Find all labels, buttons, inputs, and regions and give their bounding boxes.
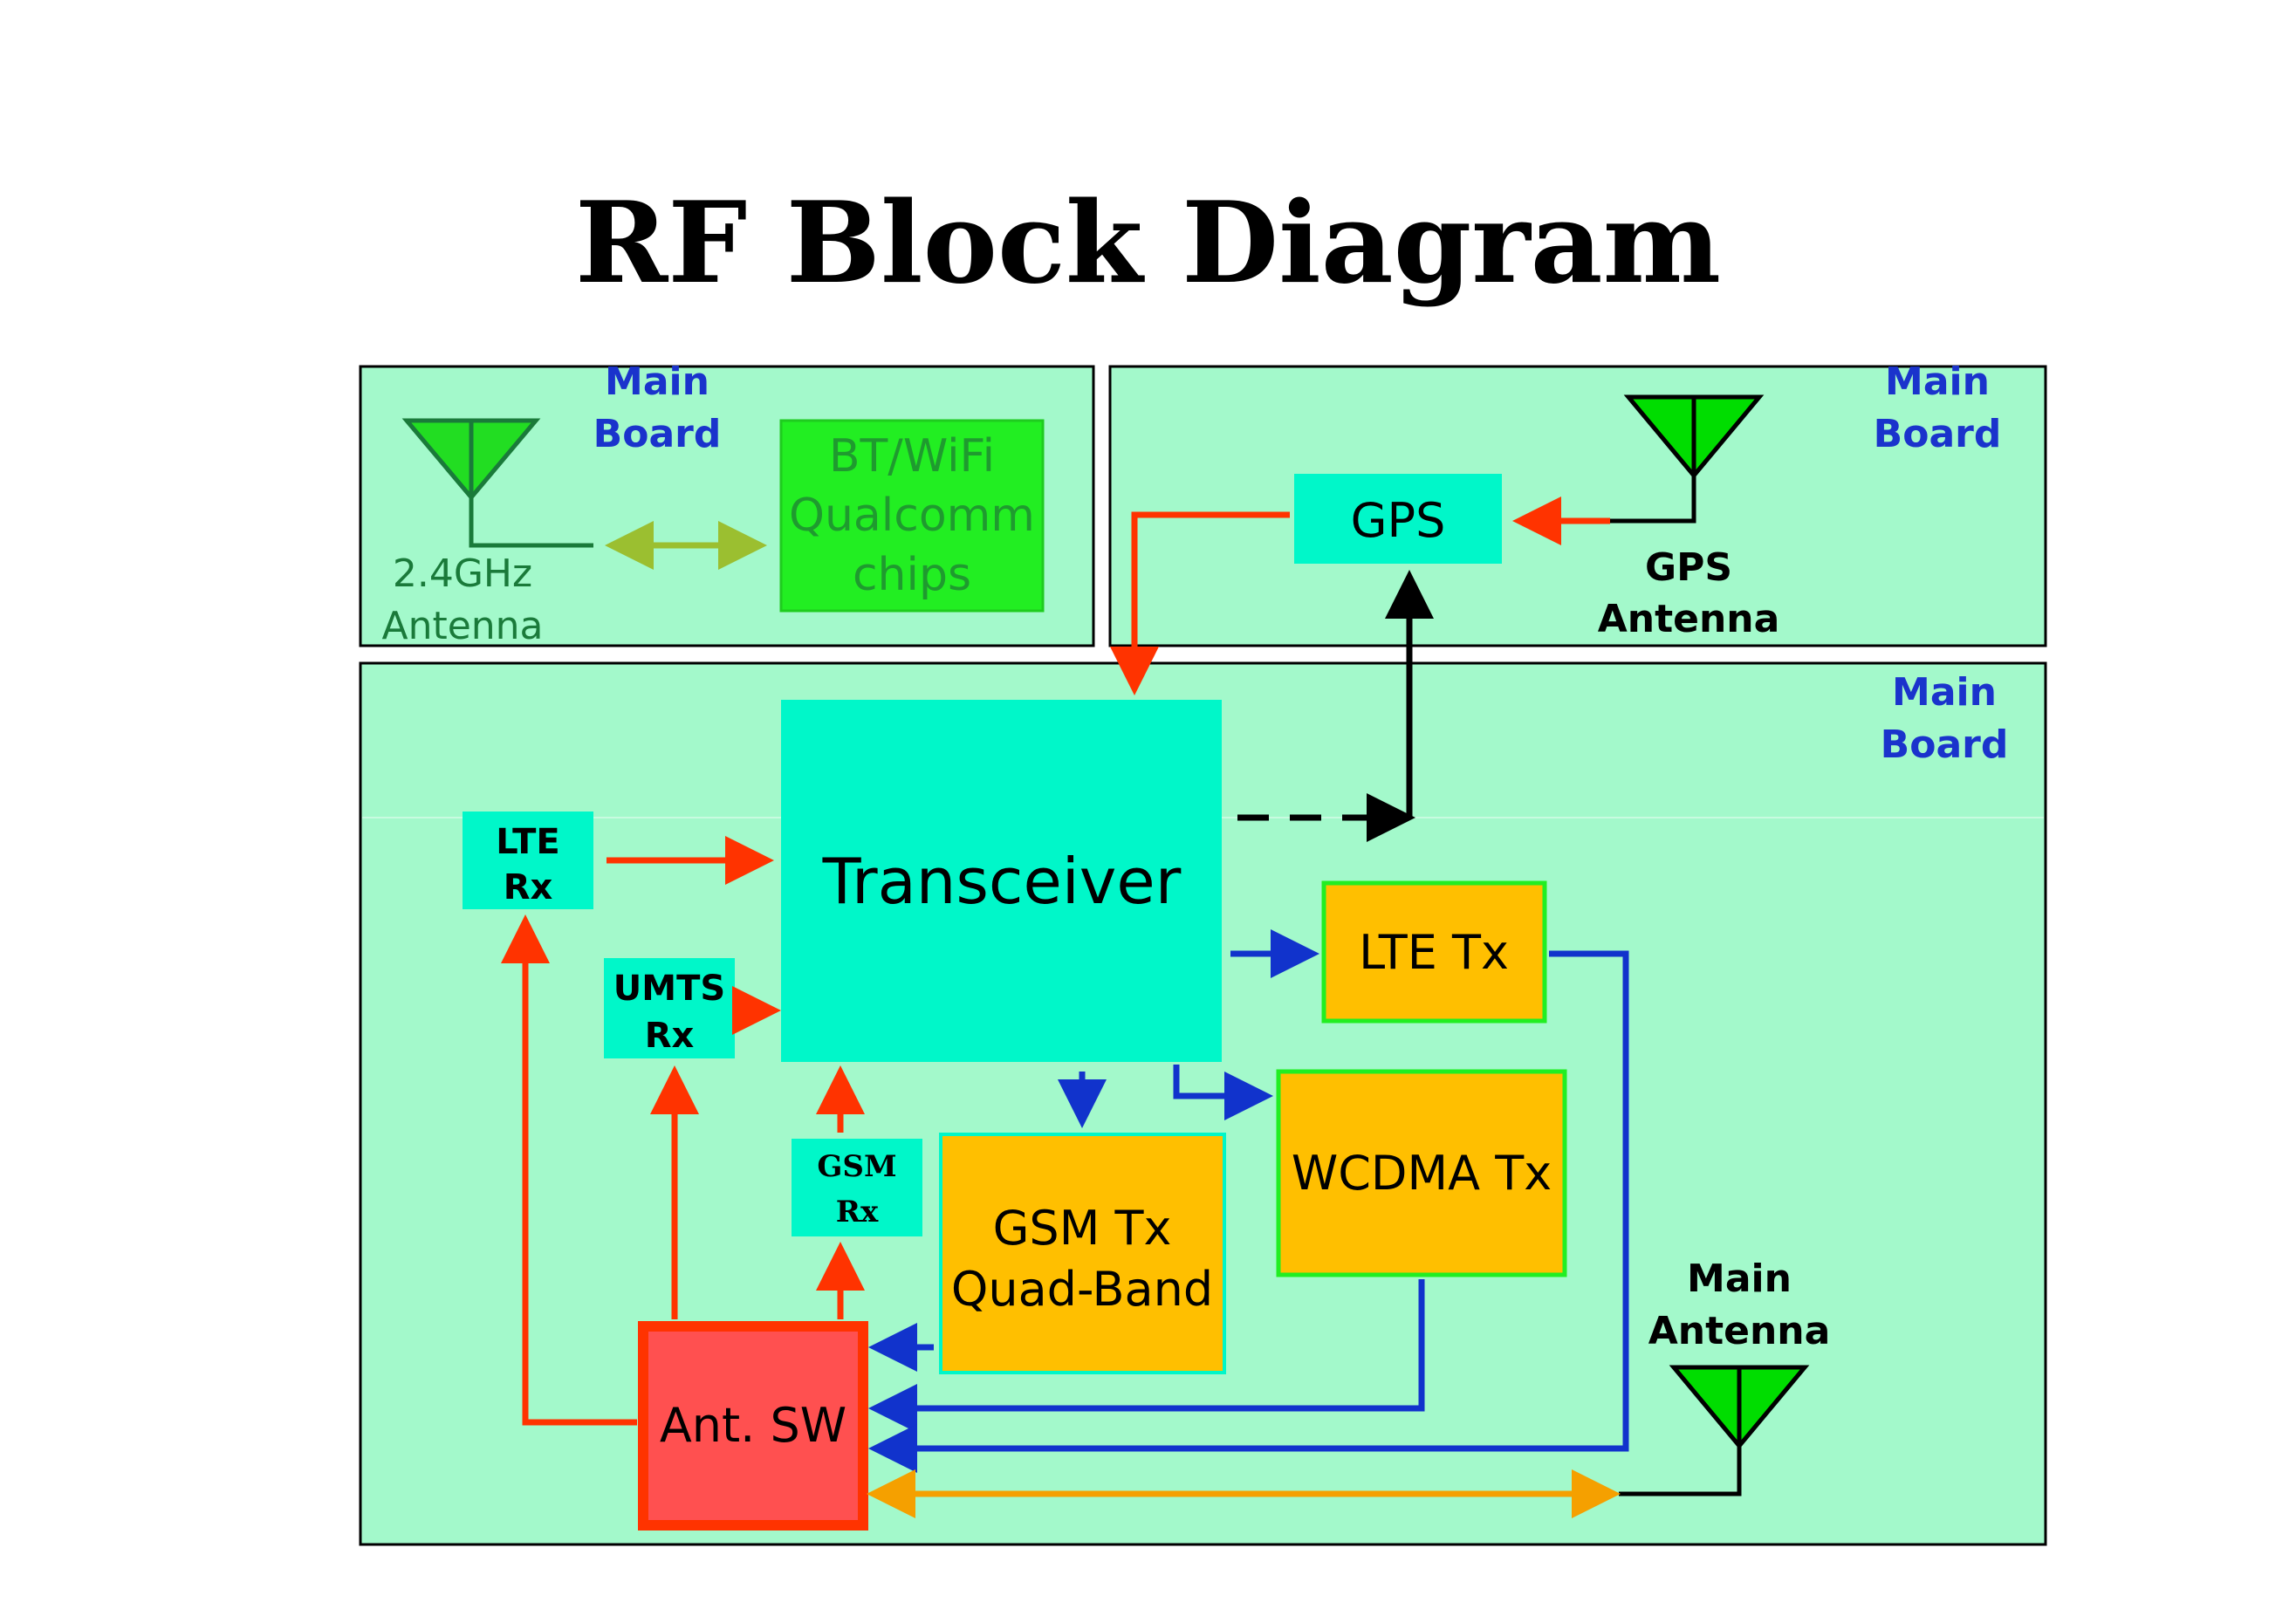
main-antenna-icon — [1619, 1365, 1810, 1496]
gsm-tx-label-1: GSM Tx — [993, 1201, 1172, 1256]
main-antenna-label-1: Main — [1687, 1257, 1792, 1301]
transceiver-label: Transceiver — [822, 845, 1182, 918]
panel-bottom-label-2: Board — [1881, 722, 2009, 767]
lte-tx-block — [1321, 880, 1547, 1024]
lte-tx-label: LTE Tx — [1359, 925, 1509, 980]
gsm-rx-label-2: Rx — [836, 1195, 879, 1229]
bt-wifi-label-2: Qualcomm — [789, 490, 1035, 542]
panel-bottom-label-1: Main — [1892, 670, 1997, 715]
wcdma-tx-block — [1276, 1069, 1567, 1277]
gsm-rx-label-1: GSM — [817, 1149, 896, 1184]
wcdma-tx-to-ant-sw-arrow — [868, 1279, 1425, 1433]
wifi-antenna-label-1: 2.4GHz — [393, 551, 532, 596]
bt-wifi-label-1: BT/WiFi — [829, 430, 995, 483]
ant-sw-label: Ant. SW — [660, 1398, 846, 1453]
wifi-antenna-icon — [401, 418, 593, 548]
gsm-rx-block — [792, 1139, 922, 1236]
gsm-tx-label-2: Quad-Band — [951, 1262, 1213, 1317]
bt-wifi-block — [779, 419, 1045, 613]
panel-top-left-label-1: Main — [605, 360, 709, 404]
lte-tx-to-ant-sw-arrow — [868, 950, 1629, 1473]
wifi-antenna-label-2: Antenna — [381, 604, 543, 648]
ant-sw-to-lte-rx-arrow — [501, 914, 637, 1426]
lte-rx-block — [463, 812, 593, 909]
main-antenna-label-2: Antenna — [1648, 1309, 1831, 1353]
transceiver-to-wcdma-tx-arrow — [1173, 1065, 1273, 1120]
lte-rx-label-2: Rx — [504, 867, 553, 907]
umts-rx-label-2: Rx — [645, 1016, 695, 1056]
ant-sw-block — [638, 1321, 868, 1531]
gps-block-label: GPS — [1351, 493, 1446, 548]
panel-top-right-label-1: Main — [1885, 360, 1990, 404]
bt-wifi-label-3: chips — [853, 549, 971, 601]
gps-to-transceiver-arrow — [1110, 511, 1290, 695]
wcdma-tx-label: WCDMA Tx — [1292, 1146, 1552, 1201]
gsm-tx-block — [939, 1133, 1226, 1374]
panel-top-right-label-2: Board — [1874, 412, 2002, 456]
gps-antenna-label-1: GPS — [1645, 545, 1732, 590]
page-title: RF Block Diagram — [574, 178, 1722, 309]
panel-top-left-label-2: Board — [593, 412, 722, 456]
lte-rx-label-1: LTE — [496, 822, 559, 862]
transceiver-block — [781, 700, 1222, 1062]
gps-antenna-label-2: Antenna — [1598, 597, 1780, 641]
panel-top-right — [1108, 365, 2047, 647]
gps-antenna-icon — [1610, 394, 1765, 524]
umts-rx-label-1: UMTS — [613, 969, 725, 1009]
gps-block — [1294, 474, 1502, 564]
umts-rx-block — [604, 958, 735, 1058]
